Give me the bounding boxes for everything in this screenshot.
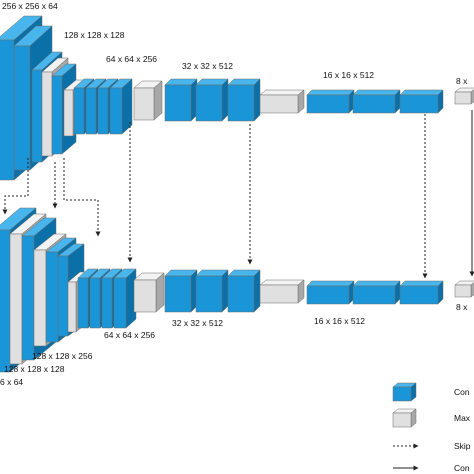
skip-connections [2,114,428,279]
encoder-conv-block [352,89,401,114]
legend-pool-label: Max [454,413,471,423]
decoder-pool-block [454,280,474,298]
decoder-label-8: 8 x [456,302,468,312]
decoder-conv-block [399,280,444,305]
legend-conv-cube [392,382,417,402]
decoder-label-64: 64 x 64 x 256 [104,330,155,340]
decoder-pool-block [259,279,305,304]
decoder-conv-block [227,269,261,313]
decoder-label-32: 32 x 32 x 512 [172,318,223,328]
skip-connection-arrow [63,158,101,237]
encoder-label-8: 8 x [456,76,468,86]
decoder-label-16: 16 x 16 x 512 [314,316,365,326]
encoder-label-128: 128 x 128 x 128 [64,30,125,40]
encoder-label-32: 32 x 32 x 512 [182,61,233,71]
legend-conv-label: Con [454,387,470,397]
legend-conv-swatch [392,382,417,402]
encoder-conv-block [109,78,133,135]
encoder-label-16: 16 x 16 x 512 [323,70,374,80]
encoder-blocks [0,15,474,181]
skip-connection-arrow [2,158,29,215]
decoder-conv-block [164,269,198,313]
decoder-conv-block [113,268,137,329]
legend-skip-label: Skip [454,441,471,451]
decoder-label-128-256: 128 x 128 x 256 [32,351,93,361]
decoder-conv-block [195,269,229,313]
decoder-label-256: 6 x 64 [0,377,23,387]
encoder-pool-block [454,87,474,105]
legend-pool-cube [392,408,417,428]
encoder-label-64: 64 x 64 x 256 [106,54,157,64]
decoder-conv-block [352,280,401,305]
encoder-conv-block [399,89,444,114]
decoder-pool-block [133,272,165,313]
encoder-pool-block [259,89,305,114]
decoder-blocks [0,207,474,373]
encoder-label-256: 256 x 256 x 64 [2,1,58,11]
encoder-conv-block [306,89,355,114]
legend-conn-label: Con [454,463,470,473]
decoder-conv-block [306,280,355,305]
encoder-pool-block [133,80,163,121]
encoder-conv-block [227,78,261,122]
encoder-conv-block [164,78,198,122]
legend: Con Max Skip Con [392,382,471,473]
decoder-label-128-128: 128 x 128 x 128 [4,364,65,374]
legend-pool-swatch [392,408,417,428]
encoder-conv-block [195,78,229,122]
